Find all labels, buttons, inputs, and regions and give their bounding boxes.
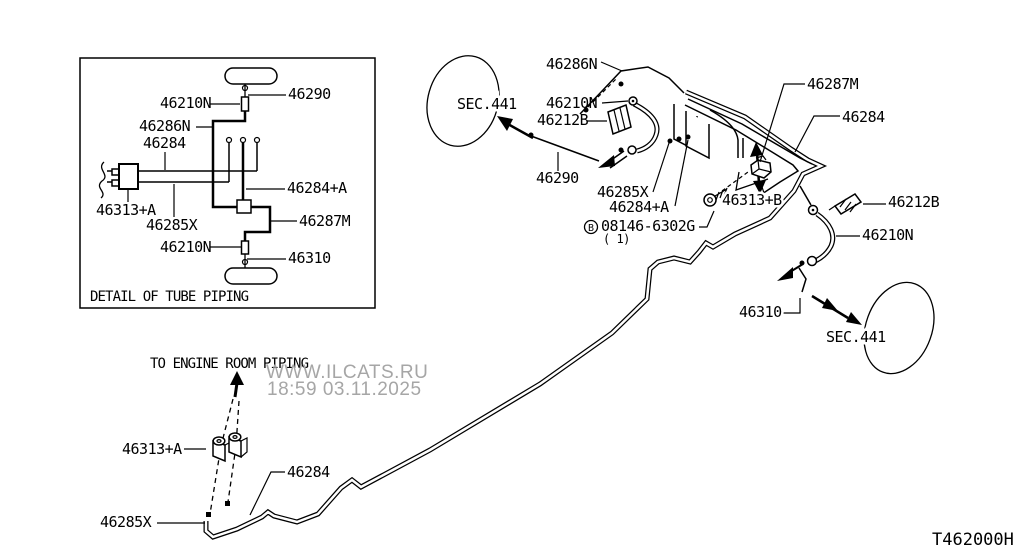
diagram-code: T462000H xyxy=(932,530,1014,550)
bottom-label-46313a: 46313+A xyxy=(122,440,182,458)
detail-label-46287m: 46287M xyxy=(299,212,351,230)
bundle-tube-2 xyxy=(687,98,813,165)
bolt-label-circle xyxy=(583,219,599,235)
wheel-bottom xyxy=(224,267,278,285)
connector-46313b xyxy=(735,142,772,194)
pipe-break-symbol xyxy=(98,161,106,199)
bottom-leader-lines xyxy=(157,448,285,524)
engine-room-branch xyxy=(157,371,285,524)
main-label-46210n-right: 46210N xyxy=(862,226,914,244)
wheel-top xyxy=(224,67,278,85)
hose-46210n-right xyxy=(777,204,836,293)
main-leader-lines xyxy=(557,61,886,314)
sec441-label-bottom: SEC.441 xyxy=(826,328,886,346)
clip-46212b-right xyxy=(828,193,863,215)
main-label-46285x: 46285X xyxy=(597,183,649,201)
main-label-46287m: 46287M xyxy=(807,75,859,93)
main-label-08146-6302g: 08146-6302G xyxy=(601,217,695,235)
main-label-46290: 46290 xyxy=(536,169,579,187)
detail-label-46310: 46310 xyxy=(288,249,331,267)
bracket-flags xyxy=(667,104,710,160)
detail-label-46290: 46290 xyxy=(288,85,331,103)
watermark-line2: 18:59 03.11.2025 xyxy=(267,379,422,400)
hose-end-arrowhead xyxy=(777,267,793,281)
detail-leader-lines xyxy=(127,94,297,260)
clip-dot-1 xyxy=(667,138,673,144)
main-label-46284a: 46284+A xyxy=(609,198,669,216)
tube-46290-run xyxy=(497,116,628,169)
tube-46286n xyxy=(579,66,685,115)
detail-label-46284: 46284 xyxy=(143,134,186,152)
hose-feed-line xyxy=(799,185,812,206)
main-label-46284-right: 46284 xyxy=(842,108,885,126)
arrow-shaft xyxy=(505,121,534,140)
main-label-46310: 46310 xyxy=(739,303,782,321)
mount-plate xyxy=(735,171,769,191)
arrow-to-sec441-bottom xyxy=(811,294,862,325)
tube-connector-bottom xyxy=(240,240,250,255)
main-tube-core xyxy=(204,90,825,539)
detail-box-border xyxy=(79,57,376,309)
detail-label-46313a: 46313+A xyxy=(96,201,156,219)
main-label-46212b-right: 46212B xyxy=(888,193,940,211)
detail-label-46286n: 46286N xyxy=(139,117,191,135)
detail-label-46210n-bottom: 46210N xyxy=(160,238,212,256)
watermark-line1: WWW.ILCATS.RU xyxy=(266,362,428,383)
detail-label-46284a: 46284+A xyxy=(287,179,347,197)
tube-connector-top xyxy=(240,96,250,112)
bolt-08146-6302g xyxy=(703,171,749,207)
main-label-46286n: 46286N xyxy=(546,55,598,73)
arrowhead-to-sec441-top xyxy=(497,116,513,131)
clip-dot-2 xyxy=(676,136,682,142)
main-label-bolt-qty: ( 1) xyxy=(603,232,630,246)
detail-box-caption: DETAIL OF TUBE PIPING xyxy=(90,289,249,305)
clip-46212b-left xyxy=(607,103,632,136)
bottom-label-46284: 46284 xyxy=(287,463,330,481)
bundle-drop-tube xyxy=(709,109,739,158)
sec441-label-top: SEC.441 xyxy=(457,95,517,113)
main-label-46212b-left: 46212B xyxy=(537,111,589,129)
hose-46210n-left xyxy=(583,81,660,155)
bolt-circle-letter: B xyxy=(588,223,594,234)
main-tube-assembly xyxy=(203,66,828,540)
detail-connector-46313a xyxy=(111,163,139,190)
engine-room-note: TO ENGINE ROOM PIPING xyxy=(150,356,309,372)
detail-label-46210n-top: 46210N xyxy=(160,94,212,112)
bottom-label-46285x: 46285X xyxy=(100,513,152,531)
junction-block xyxy=(236,199,252,214)
detail-box xyxy=(79,57,376,309)
sec441-ellipse-bottom xyxy=(863,281,935,375)
bracket-46313a xyxy=(212,432,248,463)
double-arrow-up xyxy=(750,142,763,157)
tube-end-arrowhead xyxy=(598,155,615,168)
tube-46310-kink xyxy=(798,267,807,293)
detail-label-46285x: 46285X xyxy=(146,216,198,234)
clip-dot-3 xyxy=(685,134,691,140)
main-label-46210n-left: 46210N xyxy=(546,94,598,112)
bolt-dashed-line xyxy=(721,171,749,192)
main-label-46313b: 46313+B xyxy=(722,191,782,209)
up-arrowhead xyxy=(230,371,244,385)
bundle-tube-3 xyxy=(684,104,800,197)
